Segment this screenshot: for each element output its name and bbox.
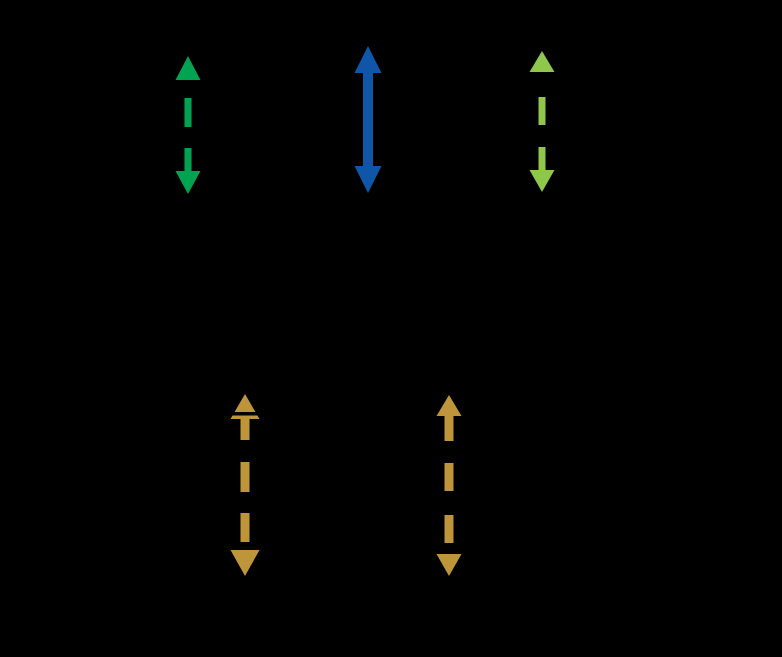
arrow-shaft-segment [444, 463, 454, 491]
light-green-dashed-double-arrow [529, 51, 555, 192]
arrowhead-down [436, 554, 462, 576]
arrowhead-down [529, 170, 555, 192]
arrow-shaft-segment [444, 515, 454, 543]
arrow-shaft-segment [538, 147, 546, 170]
arrow-shaft-segment [184, 98, 192, 127]
arrow-shaft-segment [240, 419, 250, 440]
arrowhead-up [354, 46, 382, 73]
arrowhead-down [230, 550, 260, 576]
arrow-shaft-segment [184, 148, 192, 171]
arrow-shaft-segment [444, 416, 454, 441]
arrowhead-up [529, 51, 555, 72]
arrow-shaft-segment [240, 462, 250, 492]
arrowhead-down [354, 166, 382, 193]
black-line-over-left-tan-arrowhead [225, 412, 265, 416]
arrowhead-down [175, 171, 201, 194]
arrow-shaft-segment [240, 513, 250, 542]
tan-dashed-double-arrow-right [436, 395, 462, 576]
blue-solid-double-arrow [354, 46, 382, 193]
dark-green-dashed-double-arrow [175, 56, 201, 194]
arrowhead-up [436, 395, 462, 416]
arrow-shaft-segment [538, 97, 546, 125]
arrow-shaft-segment [363, 73, 373, 166]
arrowhead-up [175, 56, 201, 80]
